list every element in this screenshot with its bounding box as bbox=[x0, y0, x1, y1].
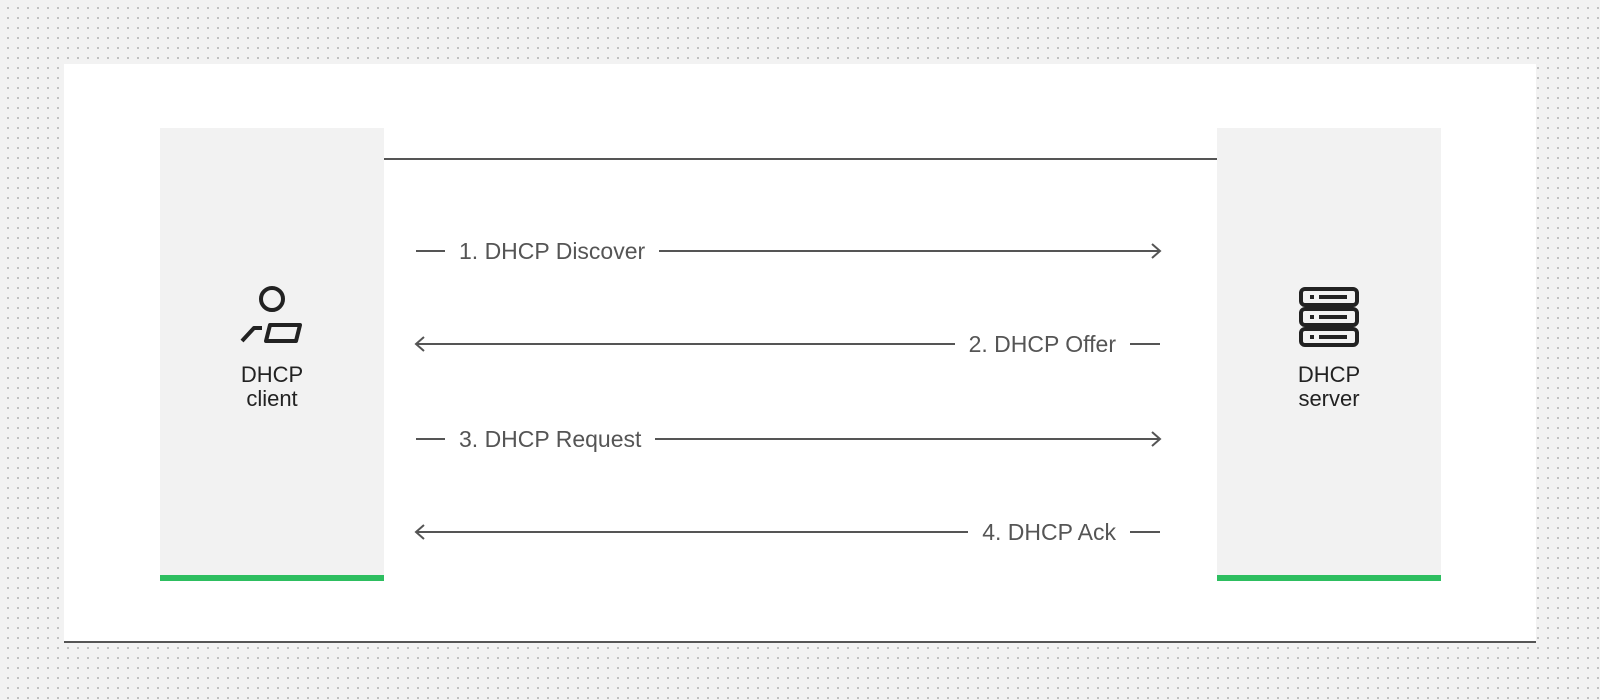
arrow-right-icon bbox=[1151, 243, 1162, 259]
client-label: DHCP client bbox=[160, 363, 384, 411]
arrow-left-icon bbox=[414, 524, 425, 540]
server-stack-icon bbox=[1299, 287, 1359, 347]
server-label: DHCP server bbox=[1217, 363, 1441, 411]
server-panel: DHCP server bbox=[1217, 128, 1441, 581]
diagram-card: DHCP client DHCP server 1. DHCP Discover… bbox=[64, 64, 1536, 643]
connection-line bbox=[384, 158, 1217, 160]
message-label-4: 4. DHCP Ack bbox=[968, 518, 1130, 546]
arrow-left-icon bbox=[414, 336, 425, 352]
message-arrows bbox=[414, 243, 1162, 540]
server-label-line1: DHCP bbox=[1297, 362, 1361, 387]
message-label-3: 3. DHCP Request bbox=[445, 425, 656, 453]
message-sequence: 1. DHCP Discover 2. DHCP Offer 3. DHCP Req… bbox=[64, 64, 1536, 641]
client-label-line2: client bbox=[246, 386, 298, 411]
user-with-laptop-icon bbox=[240, 286, 302, 343]
client-label-line1: DHCP bbox=[240, 362, 304, 387]
client-panel: DHCP client bbox=[160, 128, 384, 581]
message-label-2: 2. DHCP Offer bbox=[954, 330, 1130, 358]
message-label-1: 1. DHCP Discover bbox=[445, 237, 660, 265]
arrow-right-icon bbox=[1151, 431, 1162, 447]
server-label-line2: server bbox=[1298, 386, 1360, 411]
